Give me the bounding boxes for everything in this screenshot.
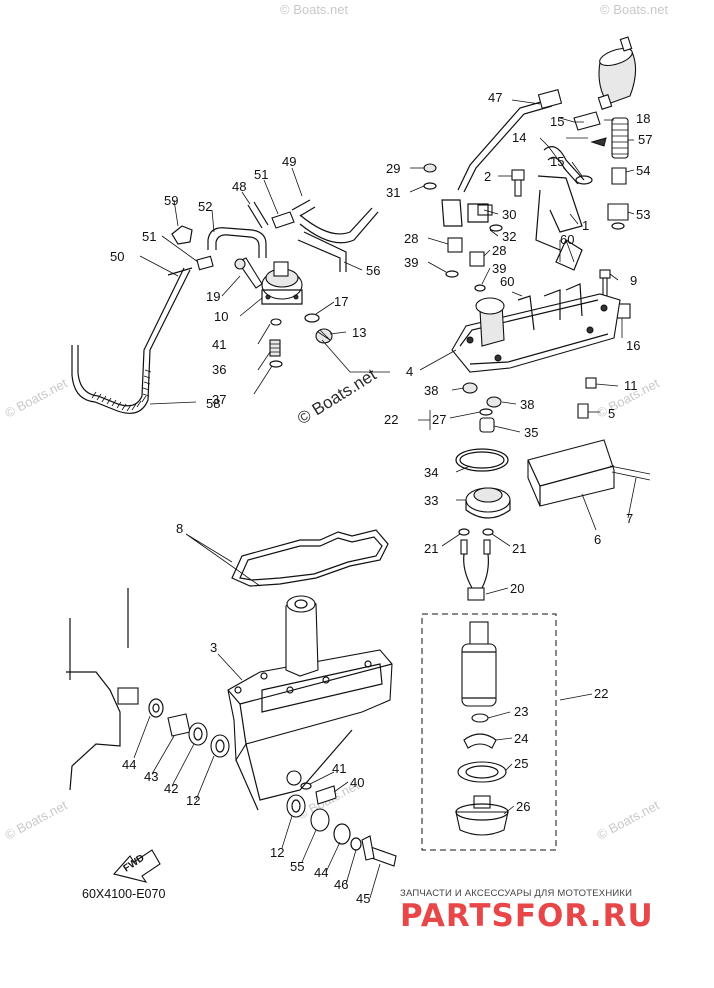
callout-58: 58 xyxy=(206,396,220,411)
callout-52: 52 xyxy=(198,199,212,214)
banner-caption: ЗАПЧАСТИ И АКСЕССУАРЫ ДЛЯ МОТОТЕХНИКИ xyxy=(400,888,633,899)
callout-26: 26 xyxy=(516,799,530,814)
callout-6: 6 xyxy=(594,532,601,547)
partsfor-logo: PARTSFOR.RU xyxy=(400,898,654,934)
drawing-code: 60X4100-E070 xyxy=(82,887,166,901)
callout-44-bottom: 44 xyxy=(314,865,328,880)
callout-11: 11 xyxy=(624,378,638,393)
callout-36: 36 xyxy=(212,362,226,377)
assembly-22-boundary xyxy=(421,613,557,851)
watermark: © Boats.net xyxy=(2,797,70,842)
pump-stack xyxy=(421,448,557,851)
fuel-filter xyxy=(597,36,637,110)
callout-18: 18 xyxy=(636,111,650,126)
fwd-arrow: FWD xyxy=(112,849,161,883)
callout-30: 30 xyxy=(502,207,516,222)
callout-5: 5 xyxy=(608,406,615,421)
callout-28-left: 28 xyxy=(404,231,418,246)
callout-41-top: 41 xyxy=(212,337,226,352)
callout-23: 23 xyxy=(514,704,528,719)
fuel-pressure-regulator xyxy=(261,261,303,305)
watermark: © Boats.net xyxy=(280,2,349,17)
callout-17: 17 xyxy=(334,294,348,309)
watermark-main: © Boats.net xyxy=(294,365,380,428)
callout-14: 14 xyxy=(512,130,526,145)
callout-40: 40 xyxy=(350,775,364,790)
callout-50: 50 xyxy=(110,249,124,264)
callout-21-left: 21 xyxy=(424,541,438,556)
leader-lines xyxy=(133,99,637,899)
callouts: 1 2 3 4 5 6 7 8 9 10 11 12 12 13 14 15 1… xyxy=(110,90,652,906)
callout-35: 35 xyxy=(524,425,538,440)
callout-10: 10 xyxy=(214,309,228,324)
callout-39-left: 39 xyxy=(404,255,418,270)
callout-45: 45 xyxy=(356,891,370,906)
callout-22-box: 22 xyxy=(594,686,608,701)
watermark: © Boats.net xyxy=(600,2,669,17)
watermark: © Boats.net xyxy=(2,375,70,420)
callout-24: 24 xyxy=(514,731,528,746)
callout-38-left: 38 xyxy=(424,383,438,398)
callout-19: 19 xyxy=(206,289,220,304)
callout-51-top: 51 xyxy=(254,167,268,182)
callout-55: 55 xyxy=(290,859,304,874)
callout-15-top: 15 xyxy=(550,114,564,129)
partsfor-banner[interactable]: ЗАПЧАСТИ И АКСЕССУАРЫ ДЛЯ МОТОТЕХНИКИ PA… xyxy=(400,888,700,933)
callout-60-right: 60 xyxy=(560,232,574,247)
callout-47: 47 xyxy=(488,90,502,105)
callout-37: 37 xyxy=(212,392,226,407)
callout-16: 16 xyxy=(626,338,640,353)
callout-3: 3 xyxy=(210,640,217,655)
callout-56: 56 xyxy=(366,263,380,278)
callout-20: 20 xyxy=(510,581,524,596)
spring xyxy=(611,117,629,159)
callout-48: 48 xyxy=(232,179,246,194)
coil-spring xyxy=(91,369,152,412)
callout-59: 59 xyxy=(164,193,178,208)
callout-39-right: 39 xyxy=(492,261,506,276)
callout-21-right: 21 xyxy=(512,541,526,556)
watermark: © Boats.net xyxy=(594,797,662,842)
module-6 xyxy=(527,439,651,507)
callout-38-right: 38 xyxy=(520,397,534,412)
callout-31: 31 xyxy=(386,185,400,200)
callout-12-bottom: 12 xyxy=(270,845,284,860)
callout-13: 13 xyxy=(352,325,366,340)
connector xyxy=(537,88,563,110)
callout-51-left: 51 xyxy=(142,229,156,244)
callout-44-left: 44 xyxy=(122,757,136,772)
callout-42: 42 xyxy=(164,781,178,796)
joint-fitting xyxy=(196,255,214,271)
callout-29: 29 xyxy=(386,161,400,176)
callout-53: 53 xyxy=(636,207,650,222)
callout-8: 8 xyxy=(176,521,183,536)
joint-fitting xyxy=(271,211,295,229)
callout-46: 46 xyxy=(334,877,348,892)
callout-33: 33 xyxy=(424,493,438,508)
callout-22-bracket: 22 xyxy=(384,412,398,427)
callout-32: 32 xyxy=(502,229,516,244)
callout-28-right: 28 xyxy=(492,243,506,258)
callout-12-left: 12 xyxy=(186,793,200,808)
separator-cover xyxy=(423,36,637,433)
callout-60-left: 60 xyxy=(500,274,514,289)
float-chamber xyxy=(66,529,397,867)
callout-27: 27 xyxy=(432,412,446,427)
callout-41-bottom: 41 xyxy=(332,761,346,776)
callout-15-bottom: 15 xyxy=(550,154,564,169)
callout-7: 7 xyxy=(626,511,633,526)
callout-9: 9 xyxy=(630,273,637,288)
callout-54: 54 xyxy=(636,163,650,178)
callout-43: 43 xyxy=(144,769,158,784)
callout-1: 1 xyxy=(582,218,589,233)
callout-34: 34 xyxy=(424,465,438,480)
fuel-line-assembly xyxy=(71,199,379,414)
callout-25: 25 xyxy=(514,756,528,771)
callout-57: 57 xyxy=(638,132,652,147)
callout-49: 49 xyxy=(282,154,296,169)
callout-2: 2 xyxy=(484,169,491,184)
callout-4: 4 xyxy=(406,364,413,379)
